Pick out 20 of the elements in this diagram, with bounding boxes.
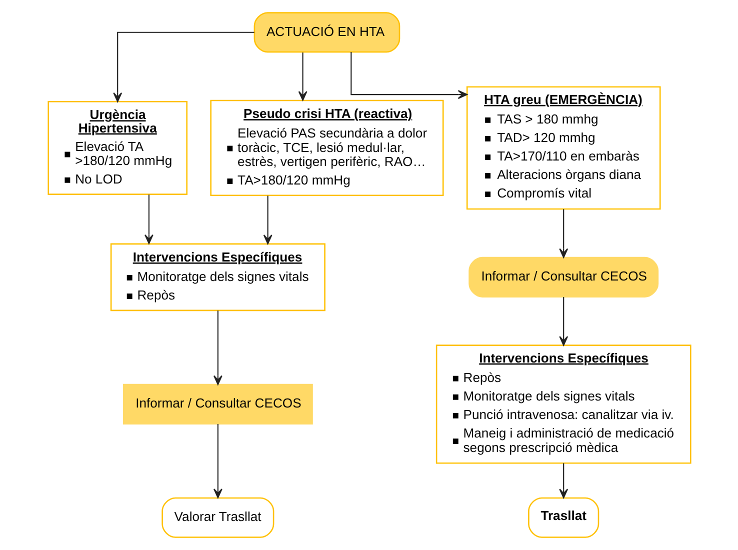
node-box: Pseudo crisi HTA (reactiva) Elevació PAS secundària a dolor toràcic, TCE, lesió medul·lar, estrès, vertigen perifèric, RAO… TA>180/120 mmHg (210, 100, 444, 196)
arrow (262, 196, 272, 244)
node-box: Informar / Consultar CECOS (122, 384, 312, 424)
arrow (144, 194, 153, 244)
arrow (212, 310, 222, 386)
node-box: HTA greu (EMERGÈNCIA) TAS > 180 mmhg TAD> 120 mmhg TA>170/110 en embaràs Alteracions òrgans diana Compromís vital (466, 86, 660, 210)
arrow (350, 52, 468, 99)
node-box: Informar / Consultar CECOS (468, 256, 658, 298)
node-box: Intervencions Específiques Monitoratge dels signes vitals Repòs (110, 243, 325, 312)
node-box: ACTUACIÓ EN HTA (253, 12, 400, 53)
node-box: Intervencions Específiques Repòs Monitoratge dels signes vitals Punció intravenosa: canalitzar via iv. Maneig i administració de medicació segons prescripció mèdica (435, 344, 691, 464)
arrow (212, 424, 222, 498)
arrow (558, 297, 568, 346)
arrow (298, 52, 307, 101)
arrow (558, 463, 568, 498)
node-box: Urgència Hipertensiva Elevació TA >180/120 mmHg No LOD (47, 100, 187, 195)
arrow (558, 209, 568, 258)
node-box: Trasllat (528, 497, 599, 538)
arrow (112, 32, 254, 102)
node-box: Valorar Trasllat (161, 497, 274, 538)
